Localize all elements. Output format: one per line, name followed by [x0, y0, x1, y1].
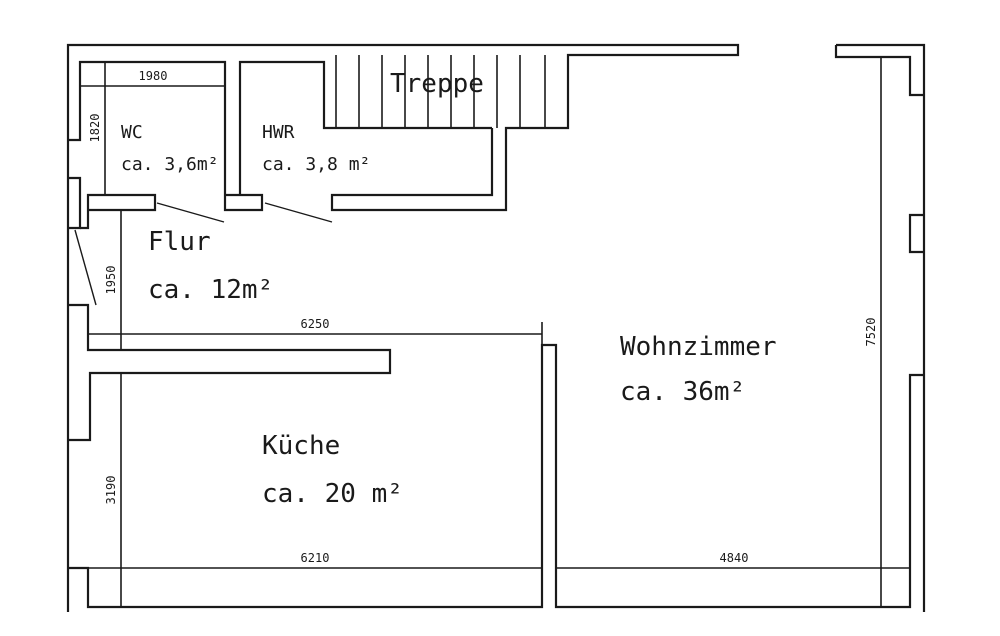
- dim-kueche-width: 6210: [301, 551, 330, 565]
- dim-wc-depth: 1820: [88, 114, 102, 143]
- dim-total-depth: 7520: [864, 318, 878, 347]
- dim-wohnzimmer-width: 4840: [720, 551, 749, 565]
- room-treppe-name: Treppe: [390, 69, 484, 99]
- left-wall-details: [68, 60, 392, 442]
- door-swings: [74, 202, 333, 306]
- room-kueche-area: ca. 20 m²: [262, 479, 403, 509]
- room-flur-area: ca. 12m²: [148, 275, 273, 305]
- room-kueche-name: Küche: [262, 431, 340, 461]
- dimension-lines: [80, 57, 910, 607]
- dim-flur-width: 6250: [301, 317, 330, 331]
- room-wohnzimmer-area: ca. 36m²: [620, 377, 745, 407]
- room-wohnzimmer-name: Wohnzimmer: [620, 332, 777, 362]
- room-wc-area: ca. 3,6m²: [121, 154, 219, 175]
- dim-kueche-depth: 3190: [104, 476, 118, 505]
- dim-wc-width: 1980: [139, 69, 168, 83]
- room-flur-name: Flur: [148, 227, 211, 257]
- outer-walls: [66, 43, 926, 612]
- room-hwr-area: ca. 3,8 m²: [262, 154, 370, 175]
- hwr-walls: [238, 60, 492, 195]
- dim-flur-depth: 1950: [104, 266, 118, 295]
- room-wc-name: WC: [121, 122, 143, 143]
- staircase: [335, 55, 546, 128]
- room-hwr-name: HWR: [262, 122, 295, 143]
